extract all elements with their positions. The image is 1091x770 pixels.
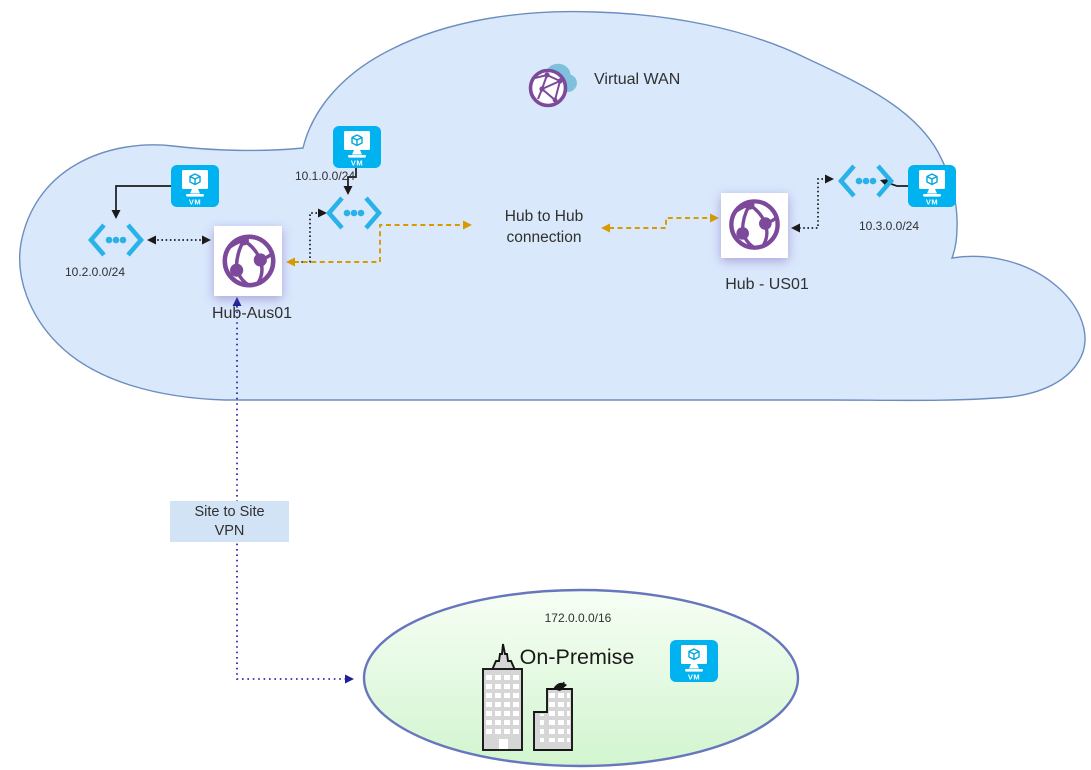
site-to-site-line1: Site to Site — [194, 504, 265, 520]
hub-to-hub-connection-label: Hub to Hub connection — [505, 206, 583, 248]
connector-site-to-site-vpn — [232, 297, 354, 684]
on-premise-label: On-Premise — [519, 645, 635, 669]
on-premise-buildings-icon — [482, 643, 573, 751]
virtual-wan-label: Virtual WAN — [594, 71, 681, 88]
site-to-site-line2: VPN — [214, 523, 245, 539]
vnet-icon-left — [87, 222, 145, 263]
virtual-wan-icon — [522, 56, 580, 110]
on-premise-cidr-label: 172.0.0.0/16 — [544, 611, 612, 625]
connector-hub-to-hub-left — [286, 220, 472, 267]
connector-hub-aus-vnet-top — [293, 208, 327, 263]
hub-to-hub-line1: Hub to Hub — [504, 208, 584, 225]
hub-to-hub-line2: connection — [506, 229, 582, 246]
hub-us01-icon — [721, 193, 788, 258]
site-to-site-vpn-label: Site to Site VPN — [170, 501, 289, 542]
connector-vm-to-vnet-top — [343, 168, 357, 195]
connector-hub-to-hub-right — [601, 213, 719, 233]
hub-aus01-icon — [214, 226, 282, 296]
vm-label: VM — [351, 159, 363, 168]
vm-label: VM — [688, 673, 700, 682]
vnet-icon-right — [837, 163, 895, 204]
connector-vnet-left-hub-aus — [147, 235, 211, 245]
vm-icon-vnet-right: VM — [908, 165, 956, 207]
connector-hub-us-vnet-right — [791, 174, 834, 233]
vm-label: VM — [189, 198, 201, 207]
connector-vm-to-vnet-left — [111, 185, 171, 219]
on-premise-ellipse — [362, 588, 800, 768]
hub-us01-label: Hub - US01 — [725, 276, 809, 293]
virtual-wan-cloud-shape — [19, 10, 1086, 402]
vnet-icon-top — [325, 195, 383, 236]
vm-icon-vnet-left: VM — [171, 165, 219, 207]
vm-icon-on-premise: VM — [670, 640, 718, 682]
vm-label: VM — [926, 198, 938, 207]
vm-icon-vnet-top: VM — [333, 126, 381, 168]
vnet-left-cidr-label: 10.2.0.0/24 — [64, 265, 126, 279]
vnet-top-cidr-label: 10.1.0.0/24 — [294, 169, 356, 183]
vnet-right-cidr-label: 10.3.0.0/24 — [858, 219, 920, 233]
hub-aus01-label: Hub-Aus01 — [211, 305, 293, 322]
